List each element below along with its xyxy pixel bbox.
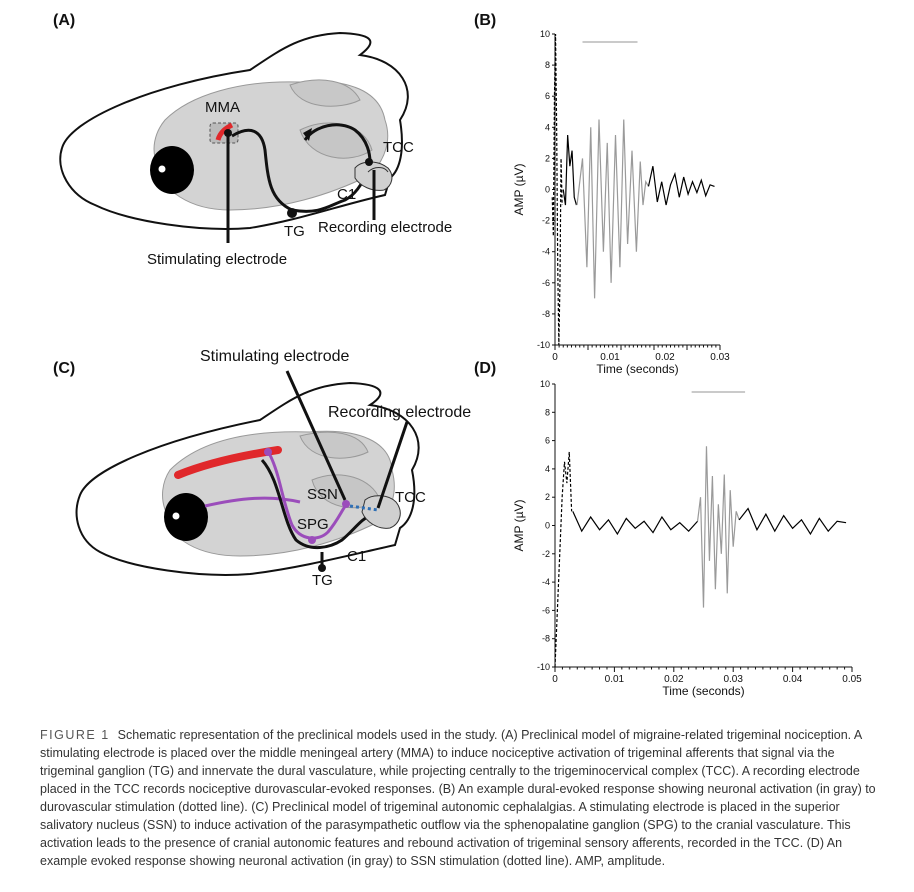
y-tick-label: -6 [542,605,550,615]
y-tick-label: 2 [545,153,550,163]
y-tick-label: 6 [545,436,550,446]
y-tick-label: -8 [542,634,550,644]
series-line-0 [554,451,573,668]
y-tick-label: 2 [545,492,550,502]
label-tcc-a: TCC [383,139,414,156]
series-line-1 [572,511,699,536]
label-stimulating-a: Stimulating electrode [147,251,288,268]
y-tick-label: -2 [542,216,550,226]
series-line-2 [576,119,650,299]
y-tick-label: -10 [537,662,550,672]
x-tick-label: 0 [552,352,558,363]
y-tick-label: 4 [545,464,550,474]
series-line-3 [738,507,847,536]
label-tg-a: TG [284,223,305,240]
y-tick-label: 8 [545,407,550,417]
series-line-3 [647,166,715,206]
x-axis-label: Time (seconds) [596,362,678,376]
label-spg: SPG [297,516,329,533]
x-axis-label: Time (seconds) [662,684,744,698]
y-tick-label: 6 [545,91,550,101]
y-tick-label: -8 [542,309,550,319]
y-tick-label: -10 [537,340,550,350]
panel-label-d: (D) [474,360,497,377]
label-recording-c: Recording electrode [328,404,472,421]
y-axis-label: AMP (µV) [512,163,526,215]
x-tick-label: 0.02 [655,352,675,363]
y-axis-label: AMP (µV) [512,499,526,551]
x-tick-label: 0.01 [605,674,625,685]
y-tick-label: -6 [542,278,550,288]
x-tick-label: 0 [552,674,558,685]
label-tg-c: TG [312,572,333,589]
head-outline-c [75,381,420,576]
eye [150,146,194,194]
label-stimulating-c: Stimulating electrode [200,348,350,365]
x-tick-label: 0.01 [600,352,620,363]
y-tick-label: -2 [542,549,550,559]
label-tcc-c: TCC [395,489,426,506]
panel-label-a: (A) [53,12,76,29]
panel-label-c: (C) [53,360,76,377]
y-tick-label: -4 [542,247,550,257]
head-outline [59,31,409,230]
y-tick-label: 10 [540,379,550,389]
x-tick-label: 0.03 [723,674,743,685]
series-line-1 [562,135,578,206]
x-tick-label: 0.02 [664,674,684,685]
x-tick-label: 0.04 [783,674,803,685]
y-tick-label: 0 [545,185,550,195]
label-c1-a: C1 [337,186,357,203]
y-tick-label: 4 [545,122,550,132]
y-tick-label: -4 [542,577,550,587]
figure-label: FIGURE 1 [40,728,110,742]
label-ssn: SSN [307,486,338,503]
label-c1-c: C1 [347,548,367,565]
series-line-2 [696,446,740,608]
label-mma: MMA [205,99,240,116]
label-recording-a: Recording electrode [318,219,453,236]
x-tick-label: 0.03 [710,352,730,363]
panel-label-b: (B) [474,12,497,29]
series-line-0 [551,33,563,346]
caption-text: Schematic representation of the preclini… [40,728,876,868]
y-tick-label: 0 [545,521,550,531]
x-tick-label: 0.05 [842,674,862,685]
y-tick-label: 8 [545,60,550,70]
eye-c [164,493,208,541]
y-tick-label: 10 [540,29,550,39]
